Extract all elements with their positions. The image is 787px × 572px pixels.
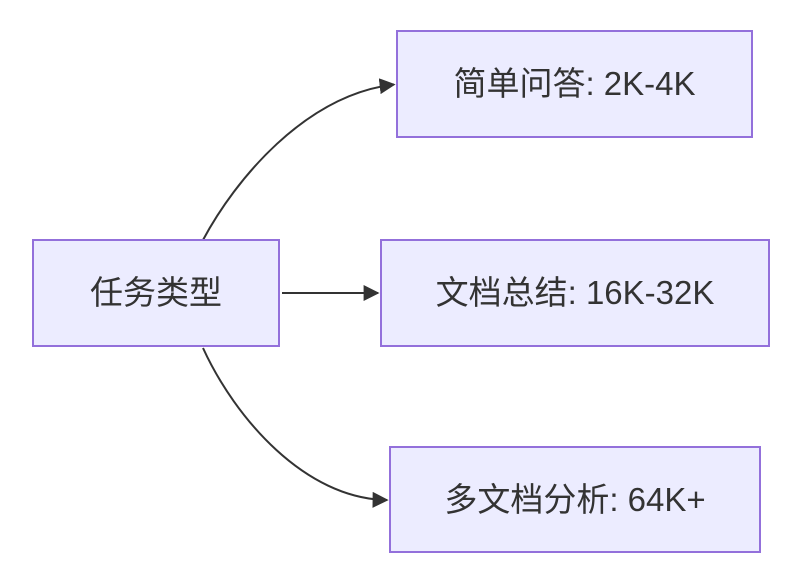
node-doc-summary: 文档总结: 16K-32K (380, 239, 770, 347)
node-task-type-label: 任务类型 (90, 274, 222, 312)
node-doc-summary-label: 文档总结: 16K-32K (435, 274, 715, 312)
edge-task-type-to-multi-doc-analysis (202, 347, 389, 508)
node-simple-qa-label: 简单问答: 2K-4K (453, 65, 696, 103)
node-multi-doc-analysis-label: 多文档分析: 64K+ (444, 480, 706, 518)
node-task-type: 任务类型 (32, 239, 280, 347)
node-simple-qa: 简单问答: 2K-4K (396, 30, 753, 138)
edge-task-type-to-simple-qa (202, 78, 396, 241)
node-multi-doc-analysis: 多文档分析: 64K+ (389, 446, 761, 553)
